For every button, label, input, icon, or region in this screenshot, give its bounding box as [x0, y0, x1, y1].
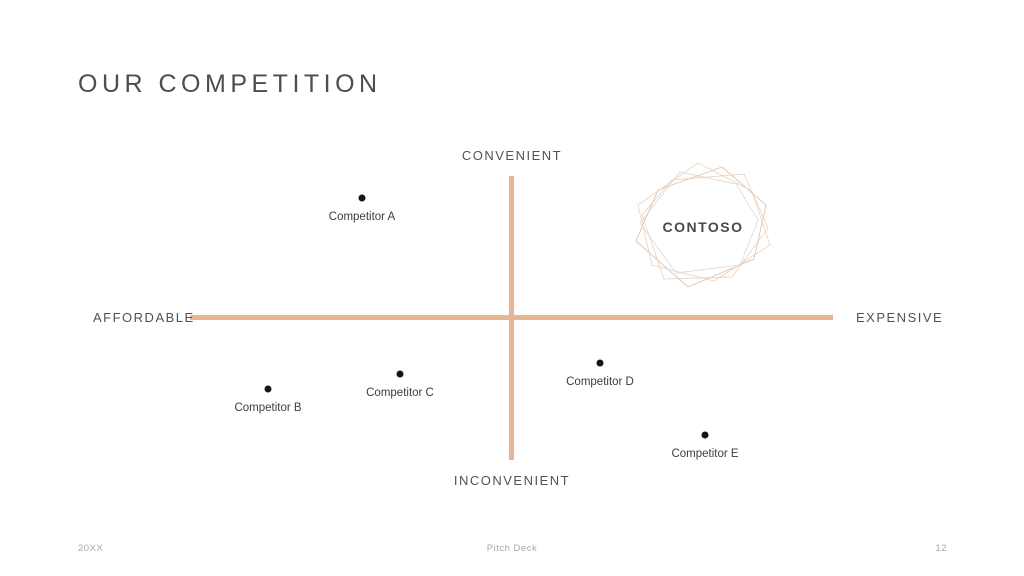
geometric-polygon-logo-icon	[635, 162, 771, 288]
brand-label: CONTOSO	[662, 219, 744, 235]
scatter-dot	[596, 359, 604, 367]
scatter-dot	[358, 194, 366, 202]
footer-deck-name: Pitch Deck	[486, 543, 538, 554]
axis-label-expensive: EXPENSIVE	[856, 310, 944, 325]
point-label: Competitor B	[234, 402, 302, 414]
point-label: Competitor C	[366, 387, 434, 399]
axis-label-affordable: AFFORDABLE	[93, 310, 195, 325]
point-label: Competitor D	[566, 376, 634, 388]
point-label: Competitor E	[671, 448, 739, 460]
axis-label-convenient: CONVENIENT	[461, 148, 563, 163]
point-label: Competitor A	[328, 211, 396, 223]
scatter-dot	[396, 370, 404, 378]
footer-page-number: 12	[935, 543, 947, 554]
slide-title: OUR COMPETITION	[78, 70, 382, 98]
scatter-dot	[264, 385, 272, 393]
scatter-dot	[701, 431, 709, 439]
axis-label-inconvenient: INCONVENIENT	[453, 473, 571, 488]
horizontal-axis-line	[190, 315, 833, 320]
footer-year: 20XX	[78, 543, 104, 554]
